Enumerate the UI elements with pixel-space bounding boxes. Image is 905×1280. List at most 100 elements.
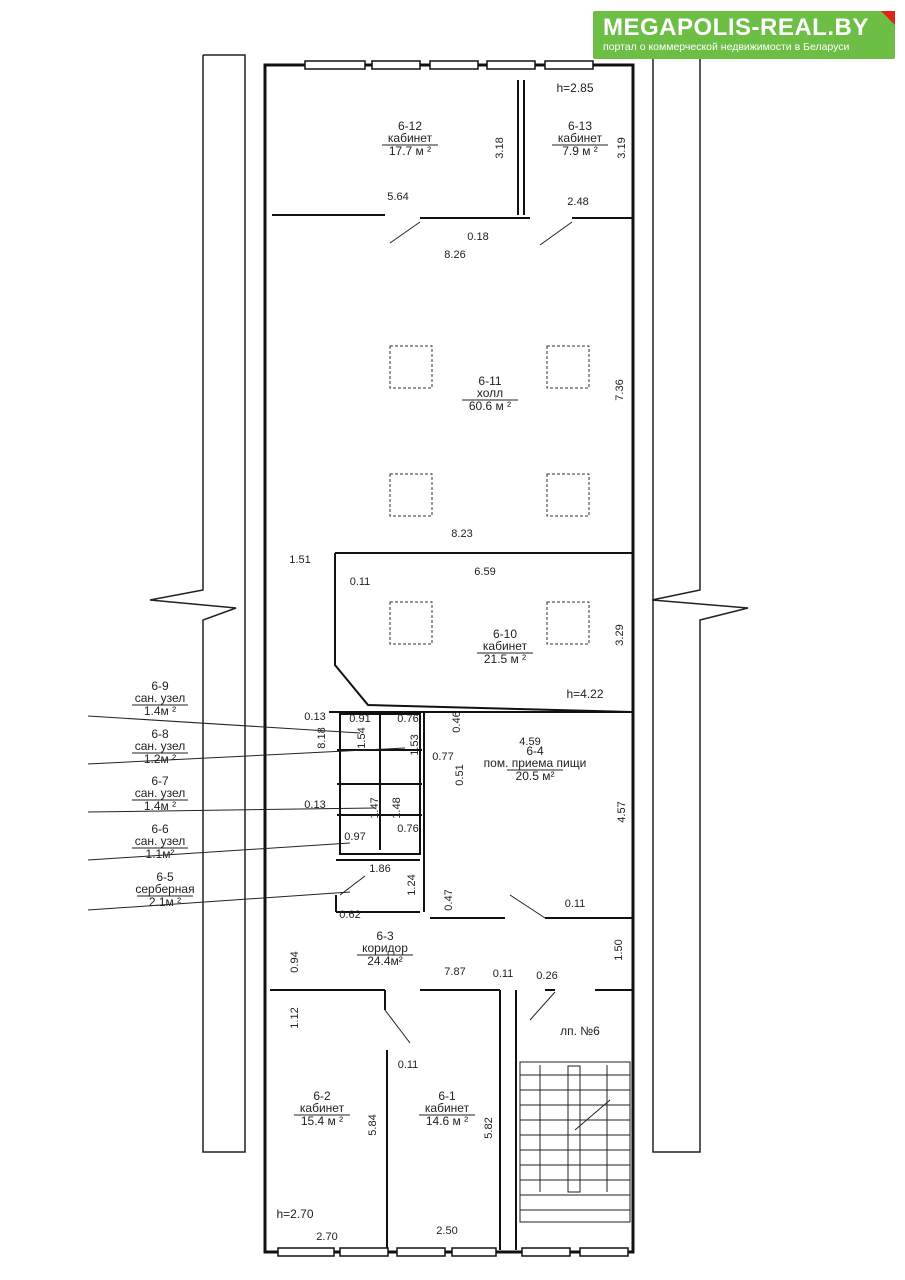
- leader-lines: [87, 715, 406, 911]
- dimension-label: 0.51: [454, 764, 466, 785]
- room-type: кабинет: [425, 1101, 470, 1115]
- brand-title: MEGAPOLIS-REAL.BY: [603, 14, 869, 41]
- room-area: 14.6 м ²: [426, 1114, 468, 1128]
- room-number: 6-7: [151, 774, 169, 788]
- dimension-label: 3.19: [616, 137, 628, 158]
- corner-flag-icon: [881, 11, 895, 25]
- room-area: 1.4м ²: [144, 704, 176, 718]
- room-area: 1.4м ²: [144, 799, 176, 813]
- dimension-label: 4.57: [616, 801, 628, 822]
- outer-walls: [263, 63, 635, 1254]
- dimension-label: 3.18: [494, 137, 506, 158]
- dimension-label: 5.84: [367, 1114, 379, 1135]
- room-area: 2.1м ²: [149, 895, 181, 909]
- room-number: 6-10: [493, 627, 517, 641]
- room-number: 6-9: [151, 679, 169, 693]
- room-area: 15.4 м ²: [301, 1114, 343, 1128]
- room-type: сан. узел: [135, 739, 186, 753]
- dimension-label: 0.77: [432, 751, 453, 763]
- columns: [389, 345, 590, 645]
- room-area: 60.6 м ²: [469, 399, 511, 413]
- brand-subtitle: портал о коммерческой недвижимости в Бел…: [603, 41, 850, 53]
- ceiling-height: h=2.85: [556, 81, 593, 95]
- dimension-label: 0.46: [451, 711, 463, 732]
- dimension-label: 7.36: [614, 379, 626, 400]
- room-type: коридор: [362, 941, 408, 955]
- room-type: холл: [477, 386, 503, 400]
- building-outline: [149, 54, 749, 1153]
- dimension-label: 0.26: [536, 970, 557, 982]
- room-number: 6-1: [438, 1089, 456, 1103]
- dimension-label: 0.94: [289, 951, 301, 972]
- dimension-label: 0.18: [467, 231, 488, 243]
- dimension-label: 7.87: [444, 966, 465, 978]
- dimension-label: 1.48: [391, 797, 403, 818]
- dimension-label: 5.64: [387, 191, 408, 203]
- windows: [277, 60, 629, 1257]
- room-type: сан. узел: [135, 834, 186, 848]
- room-area: 1.1м²: [146, 847, 175, 861]
- dimension-label: 0.91: [349, 713, 370, 725]
- room-number: 6-13: [568, 119, 592, 133]
- dimension-labels: 5.64 3.18 2.48 3.19 0.188.26 7.36 8.23 1.51 6.59…: [289, 137, 628, 1243]
- room-type: кабинет: [483, 639, 528, 653]
- dimension-label: 1.86: [369, 863, 390, 875]
- dimension-label: 0.13: [304, 711, 325, 723]
- room-number: 6-6: [151, 822, 169, 836]
- dimension-label: 2.48: [567, 196, 588, 208]
- stair-label: лп. №6: [560, 1024, 600, 1038]
- room-number: 6-12: [398, 119, 422, 133]
- dimension-label: 1.24: [406, 874, 418, 895]
- dimension-label: 0.13: [304, 799, 325, 811]
- dimension-label: 4.59: [519, 736, 540, 748]
- room-number: 6-8: [151, 727, 169, 741]
- room-number: 6-11: [478, 374, 501, 388]
- room-number: 6-5: [156, 870, 174, 884]
- door-swings: [339, 221, 573, 1044]
- dimension-label: 0.47: [443, 889, 455, 910]
- dimension-label: 0.11: [350, 576, 371, 588]
- dimension-label: 1.51: [289, 554, 310, 566]
- room-area: 7.9 м ²: [562, 144, 598, 158]
- dimension-label: 8.23: [451, 528, 472, 540]
- dimension-label: 6.59: [474, 566, 495, 578]
- dimension-label: 1.53: [409, 734, 421, 755]
- staircase: [519, 1061, 631, 1223]
- room-area: 21.5 м ²: [484, 652, 526, 666]
- dimension-label: 1.54: [356, 727, 368, 748]
- dimension-label: 2.50: [436, 1225, 457, 1237]
- dimension-label: 0.97: [344, 831, 365, 843]
- dimension-label: 0.76: [397, 713, 418, 725]
- room-number: 6-3: [376, 929, 394, 943]
- room-type: серберная: [135, 882, 194, 896]
- dimension-label: 8.18: [316, 727, 328, 748]
- dimension-label: 0.11: [565, 898, 586, 910]
- dimension-label: 3.29: [614, 624, 626, 645]
- dimension-label: 8.26: [444, 249, 465, 261]
- room-type: кабинет: [300, 1101, 345, 1115]
- room-area: 1.2м ²: [144, 752, 176, 766]
- brand-logo[interactable]: MEGAPOLIS-REAL.BY портал о коммерческой …: [593, 11, 895, 59]
- room-number: 6-2: [313, 1089, 331, 1103]
- dimension-label: 2.70: [316, 1231, 337, 1243]
- room-area: 17.7 м ²: [389, 144, 431, 158]
- room-type: пом. приема пищи: [484, 756, 587, 770]
- ceiling-height: h=4.22: [566, 687, 603, 701]
- room-area: 20.5 м²: [516, 769, 555, 783]
- room-type: кабинет: [558, 131, 603, 145]
- interior-walls: [270, 80, 633, 1250]
- dimension-label: 0.11: [493, 968, 514, 980]
- room-type: сан. узел: [135, 786, 186, 800]
- dimension-label: 0.76: [397, 823, 418, 835]
- room-type: кабинет: [388, 131, 433, 145]
- dimension-label: 0.11: [398, 1059, 419, 1071]
- dimension-label: 0.62: [339, 909, 360, 921]
- room-type: сан. узел: [135, 691, 186, 705]
- dimension-label: 1.50: [613, 939, 625, 960]
- dimension-label: 1.12: [289, 1007, 301, 1028]
- room-area: 24.4м²: [367, 954, 403, 968]
- ceiling-height: h=2.70: [276, 1207, 313, 1221]
- dimension-label: 1.47: [369, 797, 381, 818]
